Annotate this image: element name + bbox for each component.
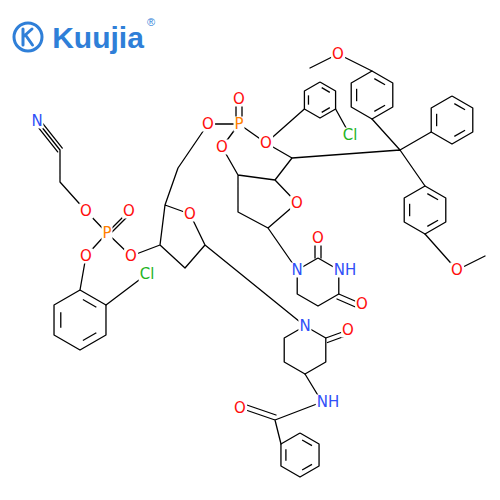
- ring-double-bond: [374, 105, 385, 111]
- atom-label: O: [183, 207, 197, 222]
- atom-label: O: [122, 204, 136, 219]
- atom-label: NH: [333, 263, 358, 278]
- atom-label: O: [355, 297, 369, 312]
- ring-double-bond: [83, 333, 96, 341]
- atom-label: P: [101, 226, 112, 241]
- ring-double-bond: [285, 449, 286, 460]
- ring-double-bond: [427, 220, 438, 226]
- atom-label: O: [233, 401, 247, 416]
- ring-double-bond: [302, 464, 312, 470]
- ring-double-bond: [454, 104, 465, 110]
- atom-label: O: [311, 231, 325, 246]
- ring-outline: [351, 71, 393, 119]
- ring-double-bond: [374, 79, 385, 85]
- atom-label: Cl: [342, 128, 359, 143]
- ring-double-bond: [60, 312, 61, 328]
- atom-label: Cl: [139, 267, 156, 282]
- atom-label: N: [30, 114, 43, 129]
- watermark: Kuujia: [51, 23, 145, 53]
- ring-outline: [54, 290, 106, 350]
- ring-double-bond: [436, 114, 437, 126]
- ring-outline: [281, 433, 319, 477]
- atom-label: O: [450, 263, 464, 278]
- atom-label: O: [232, 92, 246, 107]
- ring-double-bond: [356, 89, 357, 101]
- atom-label: O: [79, 249, 93, 264]
- ring-outline: [404, 186, 446, 234]
- ring-double-bond: [83, 299, 96, 307]
- atom-label: O: [215, 140, 229, 155]
- atom-label: O: [259, 136, 273, 151]
- atom-label: O: [79, 204, 93, 219]
- ring-double-bond: [302, 440, 312, 446]
- ring-double-bond: [409, 204, 410, 216]
- ring-double-bond: [427, 194, 438, 200]
- atom-label: N: [290, 263, 303, 278]
- watermark-mark: ®: [146, 17, 156, 28]
- ring-double-bond: [322, 88, 330, 93]
- ring-double-bond: [322, 108, 330, 113]
- atom-label: P: [233, 117, 244, 132]
- ring-outline: [304, 82, 335, 118]
- atom-label: O: [341, 323, 355, 338]
- atom-label: O: [331, 47, 345, 62]
- ring-outline: [431, 96, 473, 144]
- atom-label: N: [298, 319, 311, 334]
- atom-label: O: [201, 117, 215, 132]
- atom-label: O: [124, 249, 138, 264]
- atom-label: O: [290, 196, 304, 211]
- ring-double-bond: [308, 95, 309, 104]
- atom-label: NH: [316, 395, 341, 410]
- ring-double-bond: [454, 130, 465, 136]
